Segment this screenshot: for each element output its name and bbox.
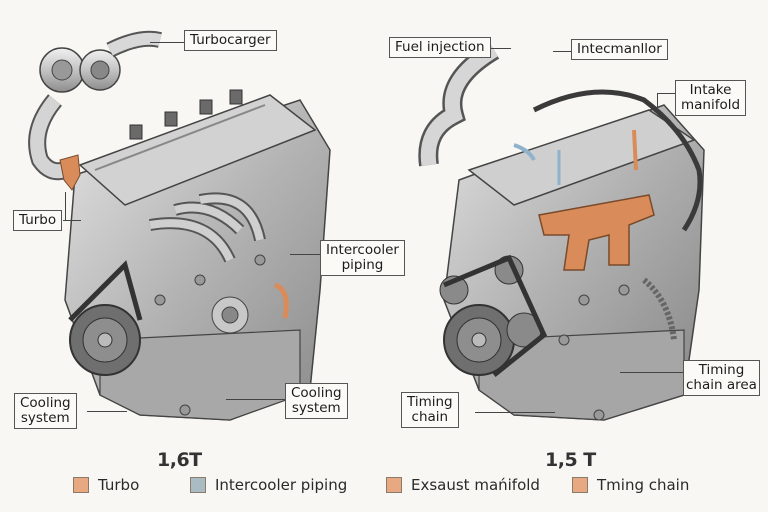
callout-timing-chain: Timing chain — [401, 392, 459, 428]
callout-line: system — [291, 400, 341, 416]
legend-label: Tming chain — [597, 476, 690, 494]
engine-title-1-6t: 1,6T — [157, 449, 202, 471]
callout-line: Intercooler — [326, 242, 399, 258]
legend-item-intercooler-piping: Intercooler piping — [190, 476, 347, 494]
callout-line: chain — [411, 409, 449, 425]
legend-swatch — [190, 477, 206, 493]
callout-intake-manifold: Intake manifold — [675, 80, 747, 116]
callout-turbocharger: Turbocarger — [184, 30, 277, 51]
callout-line: Timing — [407, 394, 453, 410]
callout-line: Cooling — [291, 385, 342, 401]
legend-label: Turbo — [98, 476, 140, 494]
callout-cooling-system-left: Cooling system — [14, 393, 77, 429]
engine-title-1-5t: 1,5 T — [545, 449, 596, 471]
legend-swatch — [572, 477, 588, 493]
legend-swatch — [73, 477, 89, 493]
engine-1-5t-illustration — [418, 41, 705, 421]
legend-item-timing-chain: Tming chain — [572, 476, 689, 494]
engine-1-6t-illustration — [28, 30, 331, 421]
callout-line: Timing — [698, 362, 745, 378]
callout-intercooler-piping: Intercooler piping — [320, 240, 405, 276]
legend-label: Exsaust mańifold — [411, 476, 540, 494]
legend-item-exhaust-manifold: Exsaust mańifold — [386, 476, 540, 494]
legend-item-turbo: Turbo — [73, 476, 139, 494]
callout-cooling-system-right: Cooling system — [285, 383, 348, 419]
callout-timing-chain-area: Timing chain area — [683, 360, 760, 396]
callout-fuel-injection: Fuel injection — [389, 37, 491, 58]
callout-line: piping — [341, 257, 384, 273]
legend: Turbo Intercooler piping Exsaust mańifol… — [0, 476, 768, 498]
callout-line: Intake — [689, 82, 732, 98]
callout-line: manifold — [681, 97, 741, 113]
legend-swatch — [386, 477, 402, 493]
callout-intercooler-manifold: Intecmanllor — [571, 39, 668, 60]
callout-turbo: Turbo — [13, 210, 63, 231]
callout-line: chain area — [686, 377, 757, 393]
callout-line: system — [20, 410, 70, 426]
legend-label: Intercooler piping — [215, 476, 348, 494]
callout-line: Cooling — [20, 395, 71, 411]
